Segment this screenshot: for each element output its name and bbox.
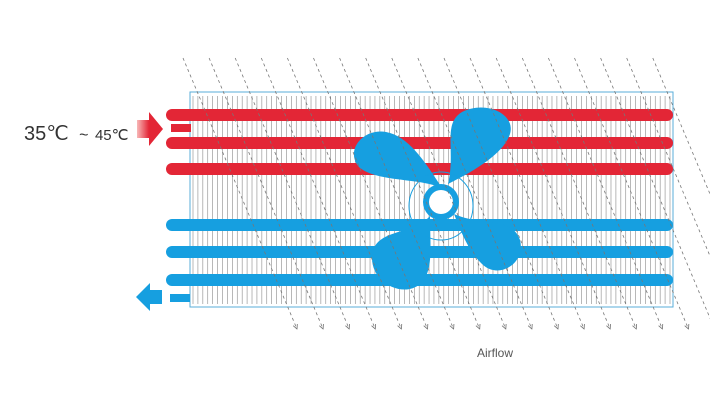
airflow-line: [287, 57, 401, 329]
airflow-line: [626, 57, 710, 258]
airflow-line: [234, 57, 349, 329]
inlet-temp-tilde: ~: [79, 127, 88, 144]
fan-icon: [353, 107, 521, 290]
airflow-line: [600, 57, 710, 320]
airflow-line: [521, 57, 636, 329]
airflow-label: Airflow: [477, 346, 513, 360]
inlet-temperature-label: 35℃ ~ 45℃: [24, 123, 129, 145]
arrow-right-icon: [137, 112, 191, 146]
airflow-line: [391, 57, 506, 329]
airflow-line: [260, 57, 375, 329]
airflow-line: [313, 57, 428, 329]
airflow-line: [548, 57, 662, 329]
airflow-line: [443, 57, 558, 329]
airflow-line: [574, 57, 689, 329]
arrow-left-icon: [136, 283, 190, 311]
airflow-line: [208, 57, 323, 329]
airflow-line: [469, 57, 584, 329]
inlet-temp-high: 45℃: [95, 127, 129, 144]
tube-rows: [166, 109, 673, 286]
airflow-line: [417, 57, 532, 329]
airflow-line: [495, 57, 610, 329]
airflow-line: [365, 57, 480, 329]
airflow-line: [339, 57, 454, 329]
inlet-temp-main: 35℃: [24, 123, 69, 145]
airflow-line: [182, 57, 297, 329]
airflow-line: [652, 57, 710, 196]
airflow-lines: [182, 57, 710, 329]
